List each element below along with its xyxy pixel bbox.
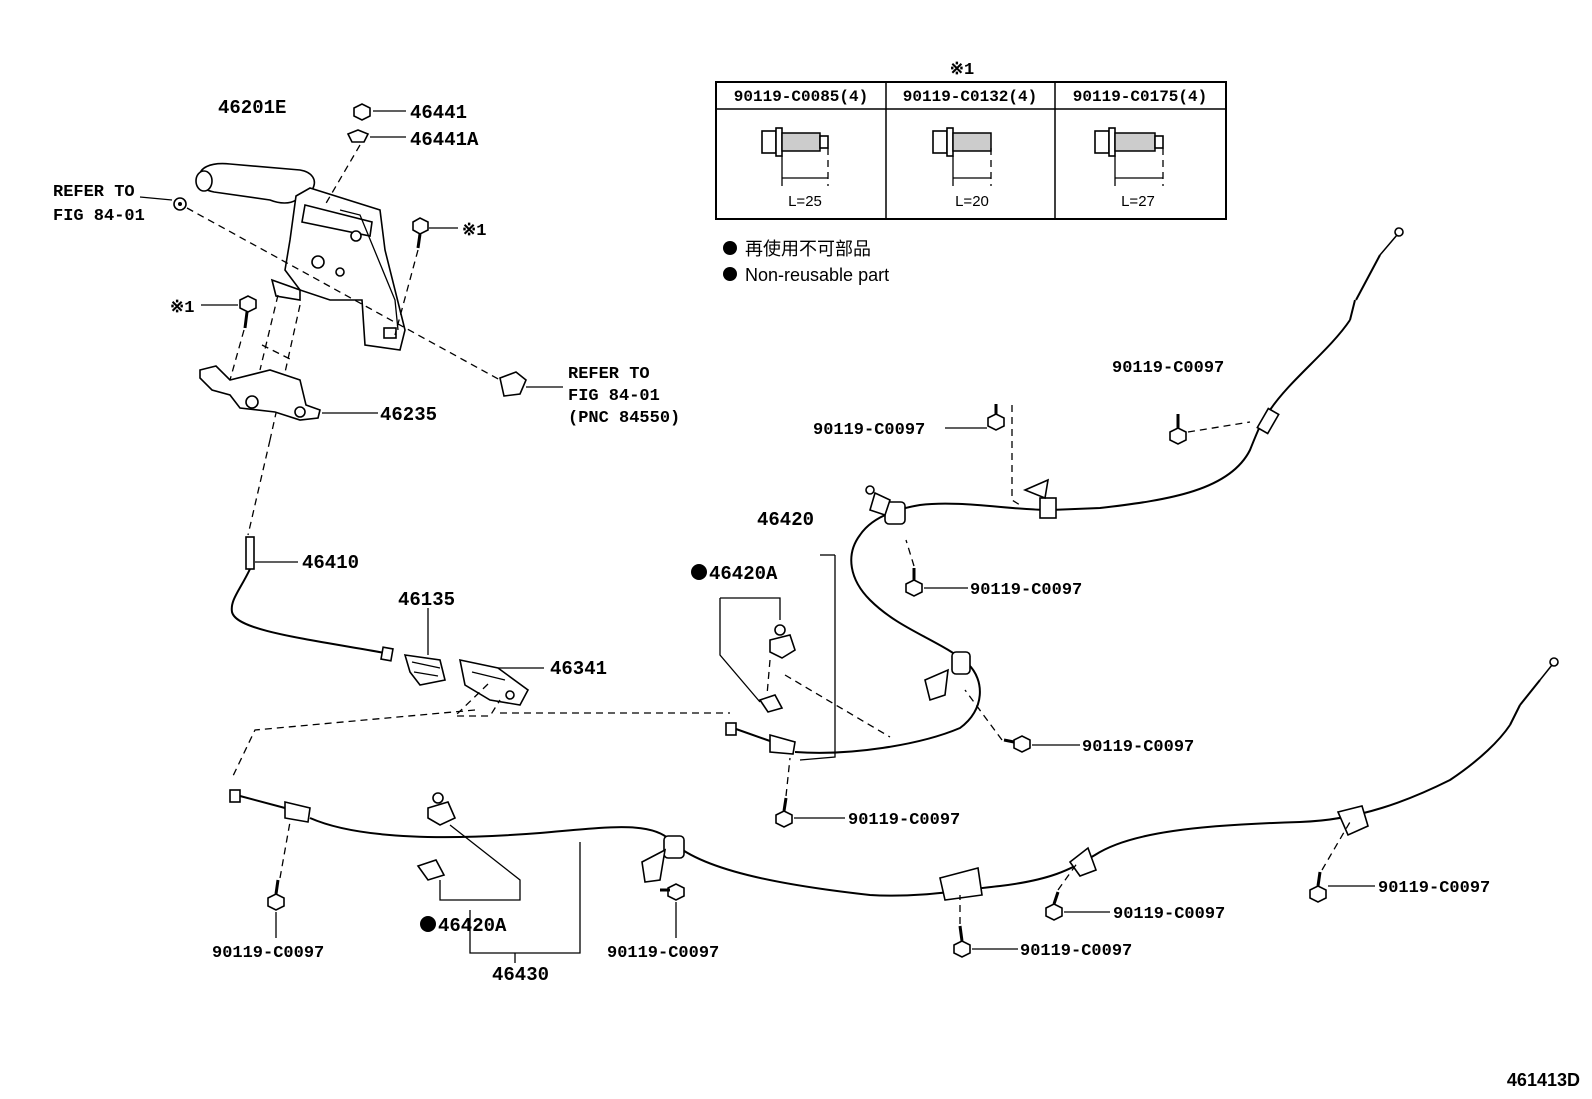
non-reusable-dot-icon (420, 916, 436, 932)
legend-jp: 再使用不可部品 (745, 239, 871, 259)
label-46420a-top: 46420A (709, 563, 778, 585)
table-col3-part: 90119-C0175(4) (1073, 88, 1207, 106)
legend: 再使用不可部品 Non-reusable part (723, 239, 889, 285)
label-46441: 46441 (410, 102, 467, 124)
bolt-icon (932, 127, 992, 186)
label-mark1-upper: ※1 (462, 222, 486, 241)
bolt-icon (905, 568, 923, 597)
label-bolt: 90119-C0097 (1112, 359, 1224, 378)
table-col2-length: L=20 (955, 193, 989, 210)
label-46135: 46135 (398, 589, 455, 611)
bolt-icon (267, 879, 285, 911)
label-46430: 46430 (492, 964, 549, 986)
bolt-icon (1094, 127, 1164, 186)
adjuster-46341 (458, 658, 530, 706)
bolt-icon (987, 404, 1005, 431)
part-labels: 46201E 46441 46441A REFER TO FIG 84-01 ※… (53, 97, 1580, 1090)
label-46201e: 46201E (218, 97, 286, 119)
label-46420a-bottom: 46420A (438, 915, 507, 937)
bolt-icon (775, 797, 793, 828)
parking-lever-assembly (195, 162, 406, 351)
bolt-icon (953, 925, 971, 958)
table-col2-part: 90119-C0132(4) (903, 88, 1037, 106)
non-reusable-dot-icon (723, 267, 737, 281)
nut-46441 (353, 103, 371, 121)
bolt-icon (660, 883, 685, 901)
table-col1-part: 90119-C0085(4) (734, 88, 868, 106)
equalizer-46135 (403, 654, 446, 686)
label-bolt: 90119-C0097 (1082, 738, 1194, 757)
bolt-icon (1045, 891, 1063, 921)
bolt-icon (1169, 414, 1187, 445)
rear-cable-46430 (229, 657, 1559, 901)
nut-46441a (346, 129, 370, 143)
clip-46420a-lower (416, 792, 457, 881)
diagram-id: 461413D (1507, 1070, 1580, 1090)
label-bolt: 90119-C0097 (970, 581, 1082, 600)
label-refer1-line2: FIG 84-01 (53, 207, 145, 226)
bolt-table: ※1 90119-C0085(4) 90119-C0132(4) 90119-C… (715, 61, 1227, 220)
label-46235: 46235 (380, 404, 437, 426)
table-col1-length: L=25 (788, 193, 822, 210)
bracket-46235 (199, 365, 321, 421)
rear-cable-46420 (725, 227, 1404, 755)
label-bolt: 90119-C0097 (607, 944, 719, 963)
label-mark1-lower: ※1 (170, 299, 194, 318)
non-reusable-dot-icon (723, 241, 737, 255)
bolt-ref-left (173, 197, 187, 211)
bolt-icon (1003, 735, 1031, 753)
legend-en: Non-reusable part (745, 265, 889, 285)
table-title: ※1 (950, 61, 974, 80)
label-bolt: 90119-C0097 (1113, 905, 1225, 924)
clip-ref-right (499, 371, 527, 397)
non-reusable-dot-icon (691, 564, 707, 580)
label-refer2-line1: REFER TO (568, 365, 650, 384)
label-refer1-line1: REFER TO (53, 183, 135, 202)
front-cable-46410 (230, 536, 394, 662)
label-46420: 46420 (757, 509, 814, 531)
bolt-mark1-lower (239, 295, 257, 329)
label-bolt: 90119-C0097 (1378, 879, 1490, 898)
bolt-icon (1309, 871, 1327, 903)
clip-46420a-upper (758, 624, 796, 713)
label-refer2-line3: (PNC 84550) (568, 409, 680, 428)
table-col3-length: L=27 (1121, 193, 1155, 210)
bolt-icon (761, 127, 829, 186)
label-46441a: 46441A (410, 129, 479, 151)
label-bolt: 90119-C0097 (212, 944, 324, 963)
label-bolt: 90119-C0097 (813, 421, 925, 440)
label-refer2-line2: FIG 84-01 (568, 387, 660, 406)
label-46410: 46410 (302, 552, 359, 574)
label-bolt: 90119-C0097 (848, 811, 960, 830)
label-46341: 46341 (550, 658, 607, 680)
bolt-mark1-upper (412, 217, 429, 249)
label-bolt: 90119-C0097 (1020, 942, 1132, 961)
